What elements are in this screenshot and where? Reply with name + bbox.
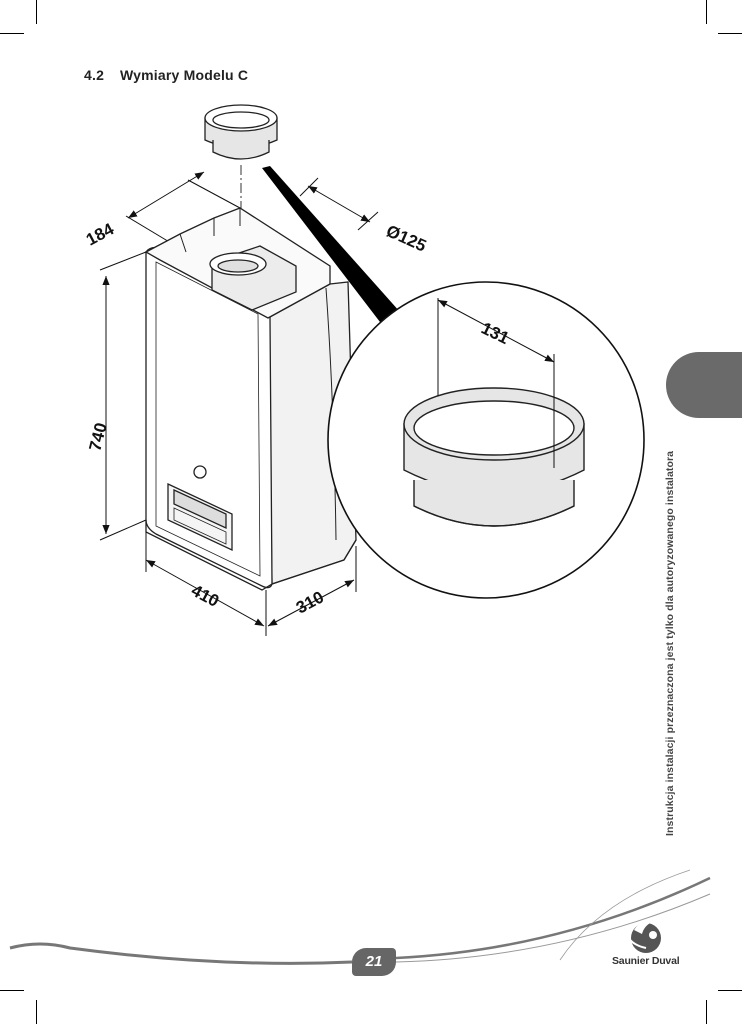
dim-label-310: 310 <box>293 587 327 617</box>
dim-125 <box>299 177 379 231</box>
flue-adapter-zoom <box>403 387 585 527</box>
dim-310 <box>267 546 357 627</box>
chapter-tab <box>666 352 742 418</box>
crop-mark <box>706 1000 707 1024</box>
saunier-duval-logo-icon <box>629 921 661 953</box>
crop-mark <box>0 33 24 34</box>
section-number: 4.2 <box>84 67 105 83</box>
crop-mark <box>718 33 742 34</box>
zoom-leader <box>262 166 400 322</box>
crop-mark <box>718 990 742 991</box>
crop-mark <box>706 0 707 24</box>
section-heading: 4.2 Wymiary Modelu C <box>84 67 248 83</box>
dim-label-184: 184 <box>83 219 117 249</box>
dim-label-125: Ø125 <box>383 221 429 255</box>
dim-label-410: 410 <box>188 581 222 611</box>
dim-410 <box>145 532 267 636</box>
dim-740 <box>99 251 147 541</box>
crop-mark <box>0 990 24 991</box>
brand-name: Saunier Duval <box>612 955 680 967</box>
dim-label-740: 740 <box>85 421 110 453</box>
flue-adapter-top <box>204 104 278 160</box>
page-number: 21 <box>352 948 396 976</box>
boiler-body <box>144 207 357 591</box>
section-title: Wymiary Modelu C <box>120 67 249 83</box>
crop-mark <box>36 0 37 24</box>
footer-swoosh <box>9 942 353 965</box>
installer-note: Instrukcja instalacji przeznaczona jest … <box>664 450 676 836</box>
crop-mark <box>36 1000 37 1024</box>
dim-131 <box>437 298 555 468</box>
